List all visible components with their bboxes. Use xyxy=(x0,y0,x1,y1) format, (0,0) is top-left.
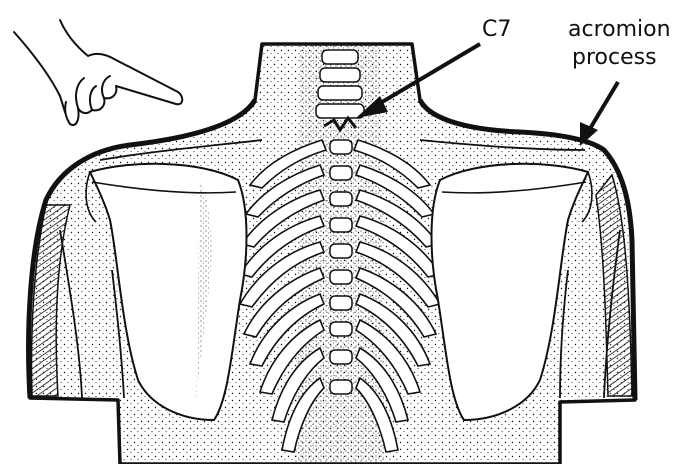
label-c7: C7 xyxy=(482,17,511,42)
label-process: process xyxy=(572,45,657,70)
pointing-hand-icon xyxy=(14,20,182,125)
label-acromion: acromion xyxy=(568,17,671,42)
acromion-arrow xyxy=(580,82,618,146)
